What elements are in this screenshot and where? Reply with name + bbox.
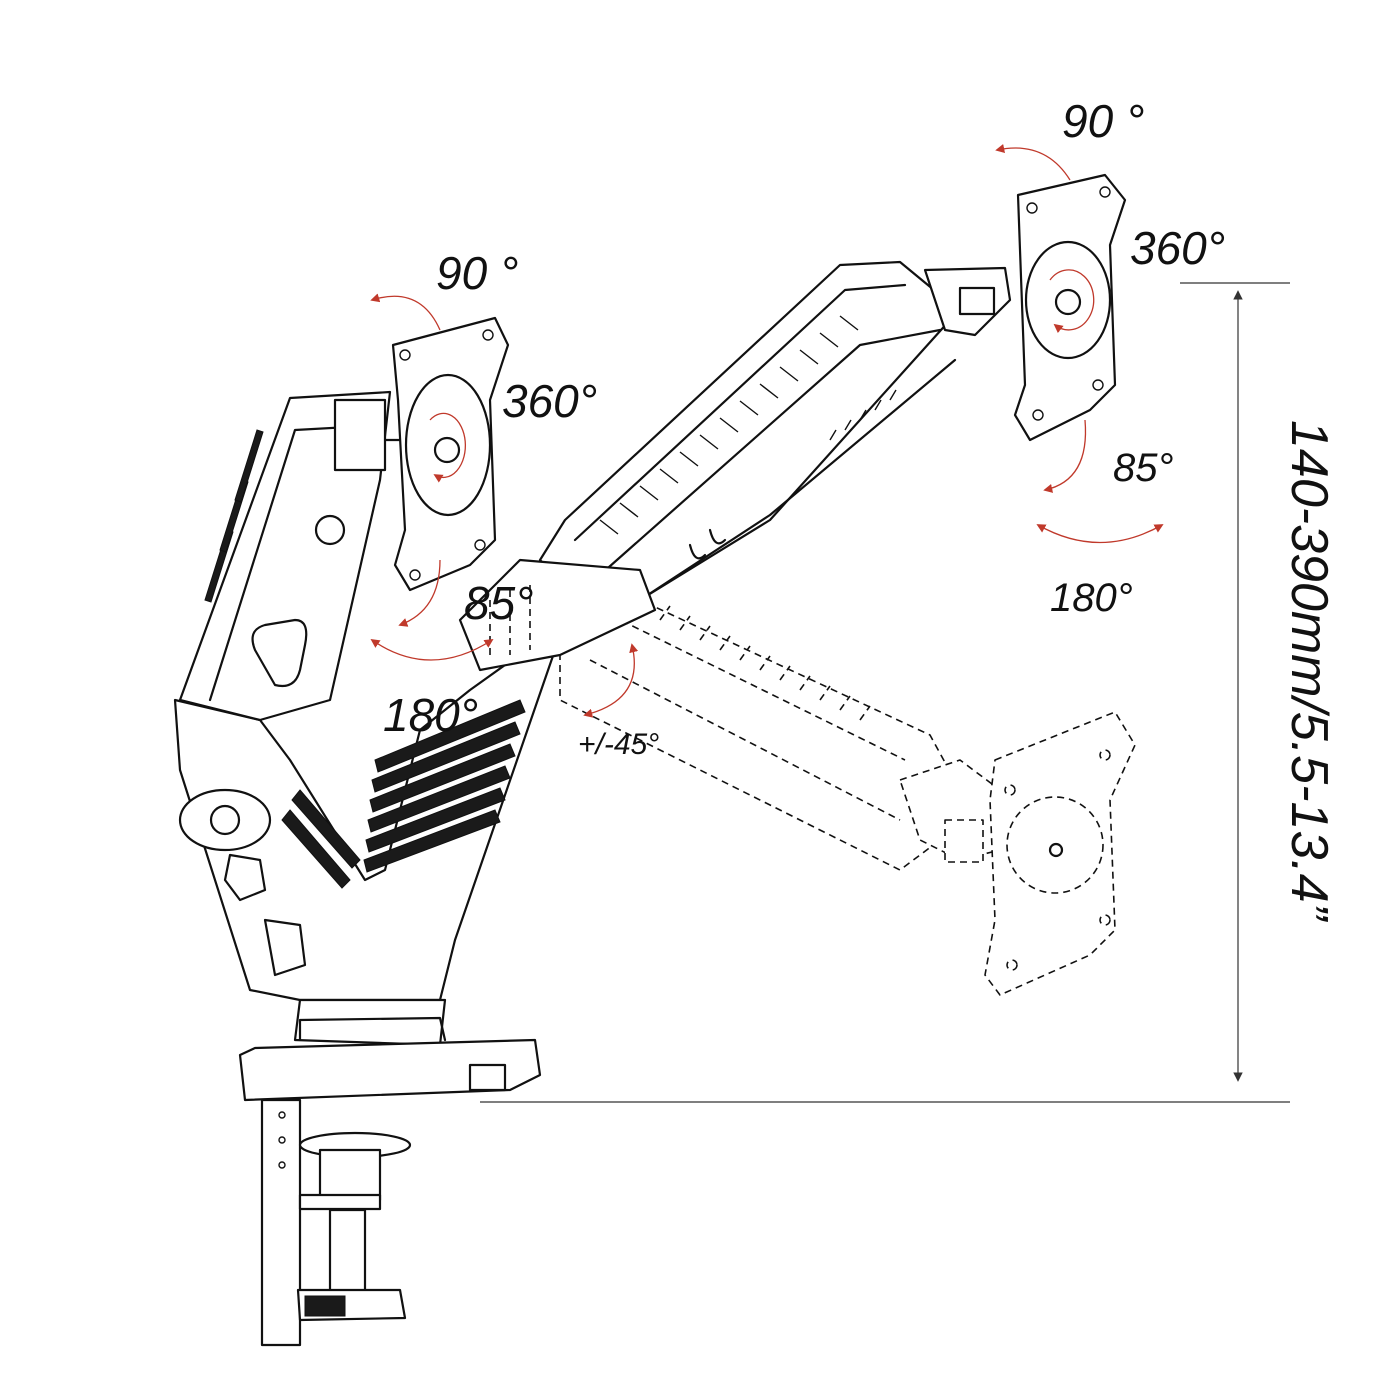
desk-clamp bbox=[238, 1016, 542, 1347]
right-vesa-plate bbox=[1013, 173, 1127, 442]
right-tilt-label: 90 ° bbox=[1062, 95, 1145, 147]
right-swivel-label: 85° bbox=[1113, 446, 1174, 490]
right-pan-label: 180° bbox=[1050, 576, 1133, 620]
left-column bbox=[173, 390, 657, 1047]
height-dimension bbox=[480, 282, 1290, 1103]
arm-tilt-label: +/-45° bbox=[578, 728, 660, 761]
left-pan-label: 180° bbox=[383, 689, 479, 741]
left-rotate-label: 360° bbox=[502, 375, 598, 427]
left-vesa-plate bbox=[391, 316, 510, 592]
height-range-label: 140-390mm/5.5-13.4” bbox=[1280, 420, 1338, 921]
left-tilt-label: 90 ° bbox=[436, 247, 519, 299]
lower-arm-dashed bbox=[559, 599, 1136, 996]
rotation-arrows bbox=[370, 144, 1164, 718]
left-swivel-label: 85° bbox=[464, 577, 534, 629]
right-rotate-label: 360° bbox=[1130, 222, 1226, 274]
upper-right-arm bbox=[538, 260, 1012, 617]
